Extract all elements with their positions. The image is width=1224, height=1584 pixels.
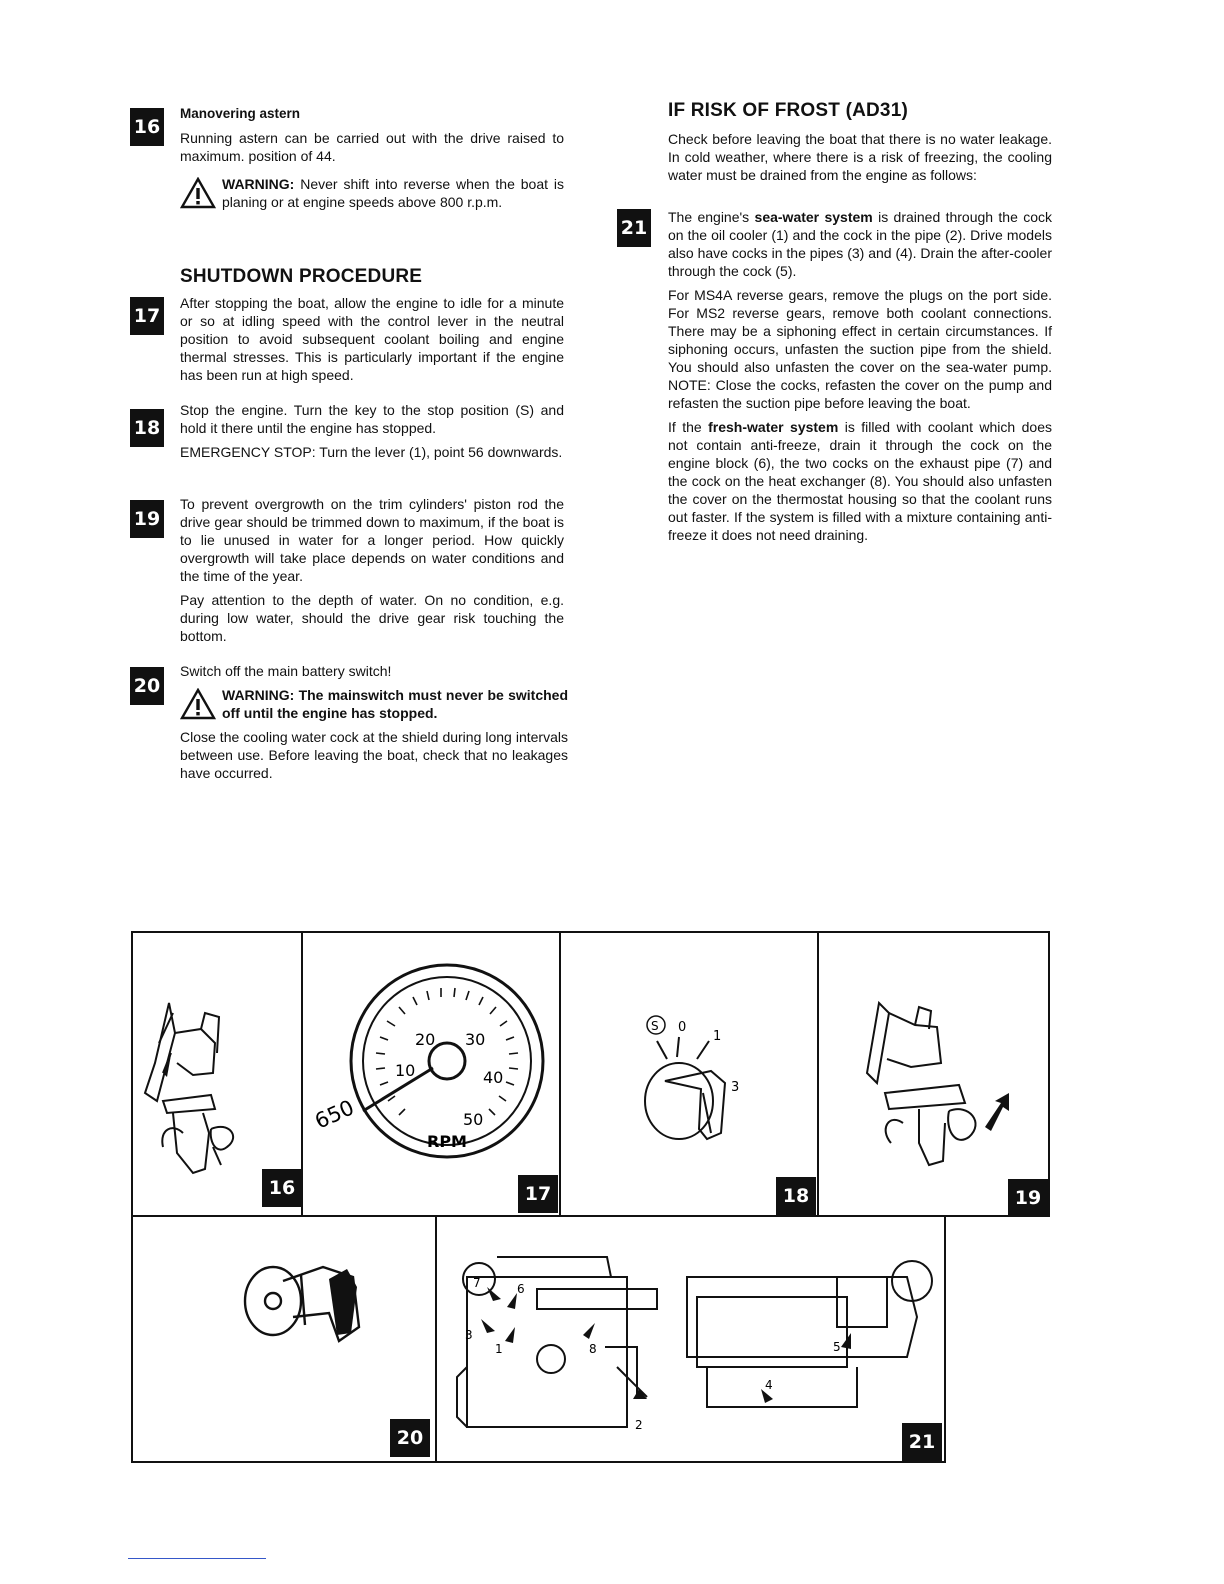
section-18: Stop the engine. Turn the key to the sto… [180, 401, 564, 467]
section-17: After stopping the boat, allow the engin… [180, 294, 564, 390]
manoeuvring-heading: Manovering astern [180, 106, 301, 121]
section-badge-18: 18 [130, 409, 164, 447]
figure-badge-21: 21 [902, 1423, 942, 1461]
figure-badge-18: 18 [776, 1177, 816, 1215]
mainswitch-warning: WARNING: The mainswitch must never be sw… [222, 687, 568, 721]
shutdown-text: After stopping the boat, allow the engin… [180, 295, 564, 383]
shutdown-heading: SHUTDOWN PROCEDURE [180, 266, 423, 287]
gauge-tick-30: 30 [465, 1030, 485, 1049]
shutdown-heading-wrap: SHUTDOWN PROCEDURE [180, 266, 564, 288]
warning-text: Never shift into reverse when the boat i… [222, 176, 564, 210]
stop-engine-text: Stop the engine. Turn the key to the sto… [180, 402, 564, 436]
warning-icon [180, 688, 216, 720]
section-badge-17: 17 [130, 297, 164, 335]
footer-rule [128, 1558, 266, 1559]
key-position-s: S [651, 1019, 659, 1033]
drain-label-6: 6 [517, 1282, 525, 1296]
sea-water-text: The engine's sea-water system is drained… [668, 209, 1052, 279]
section-badge-16: 16 [130, 108, 164, 146]
figure-frame-bottom [131, 1461, 946, 1463]
emergency-stop-text: EMERGENCY STOP: Turn the lever (1), poin… [180, 444, 563, 460]
gauge-tick-10: 10 [395, 1061, 415, 1080]
figure-frame-top [131, 931, 1050, 933]
gauge-value: 650 [311, 1095, 357, 1133]
key-position-0: 0 [678, 1020, 686, 1035]
frost-intro: Check before leaving the boat that there… [668, 131, 1052, 183]
drain-label-7: 7 [473, 1276, 481, 1290]
drain-label-2: 2 [635, 1418, 643, 1432]
gauge-tick-50: 50 [463, 1110, 483, 1129]
figure-18-ignition-key: S 0 1 3 [644, 1015, 739, 1141]
figure-divider-2 [559, 931, 561, 1217]
figure-badge-16: 16 [262, 1169, 302, 1207]
drain-label-1: 1 [495, 1342, 503, 1356]
section-badge-21: 21 [617, 209, 651, 247]
gauge-unit: RPM [427, 1132, 467, 1151]
manoeuvring-text: Running astern can be carried out with t… [180, 130, 564, 164]
key-position-1: 1 [713, 1029, 721, 1044]
figure-divider-1 [301, 931, 303, 1217]
cooling-cock-text: Close the cooling water cock at the shie… [180, 729, 568, 781]
figure-frame-middle [131, 1215, 1050, 1217]
figure-badge-20: 20 [390, 1419, 430, 1457]
section-16: Manovering astern Running astern can be … [180, 106, 564, 211]
drain-label-8: 8 [589, 1342, 597, 1356]
figure-badge-19: 19 [1008, 1179, 1048, 1217]
figure-badge-17: 17 [518, 1175, 558, 1213]
frost-heading: IF RISK OF FROST (AD31) [668, 100, 908, 121]
section-20: Switch off the main battery switch! WARN… [180, 662, 568, 788]
section-badge-19: 19 [130, 500, 164, 538]
gauge-tick-40: 40 [483, 1068, 503, 1087]
drain-label-5: 5 [833, 1340, 841, 1354]
figure-divider-5 [944, 1215, 946, 1463]
section-19: To prevent overgrowth on the trim cylind… [180, 495, 564, 651]
fresh-water-text: If the fresh-water system is filled with… [668, 419, 1053, 543]
warning-block-16: WARNING: Never shift into reverse when t… [180, 175, 564, 211]
figure-divider-4 [435, 1215, 437, 1463]
figure-17-tachometer: 20 30 10 40 50 RPM 650 [311, 963, 545, 1159]
section-21: The engine's sea-water system is drained… [668, 208, 1052, 550]
figure-20-battery-switch [243, 1265, 361, 1343]
warning-block-20: WARNING: The mainswitch must never be sw… [180, 686, 568, 722]
drain-label-3: 3 [465, 1328, 473, 1342]
reverse-gears-text: For MS4A reverse gears, remove the plugs… [668, 287, 1052, 411]
key-position-3: 3 [731, 1080, 739, 1095]
frost-section: IF RISK OF FROST (AD31) Check before lea… [668, 100, 1052, 190]
figure-divider-3 [817, 931, 819, 1217]
warning-label: WARNING: [222, 176, 295, 192]
section-badge-20: 20 [130, 667, 164, 705]
warning-icon [180, 177, 216, 209]
figure-16-drive-raised [143, 1002, 234, 1175]
water-depth-text: Pay attention to the depth of water. On … [180, 592, 564, 644]
gauge-tick-20: 20 [415, 1030, 435, 1049]
drain-label-4: 4 [765, 1378, 773, 1392]
overgrowth-text: To prevent overgrowth on the trim cylind… [180, 496, 564, 584]
battery-switch-text: Switch off the main battery switch! [180, 663, 392, 679]
figure-21-engine-drains: 7 6 3 1 8 2 4 5 [456, 1256, 933, 1432]
figure-frame-left [131, 931, 133, 1463]
figure-19-drive-trimmed [865, 1000, 1009, 1167]
figure-frame-right [1048, 931, 1050, 1217]
